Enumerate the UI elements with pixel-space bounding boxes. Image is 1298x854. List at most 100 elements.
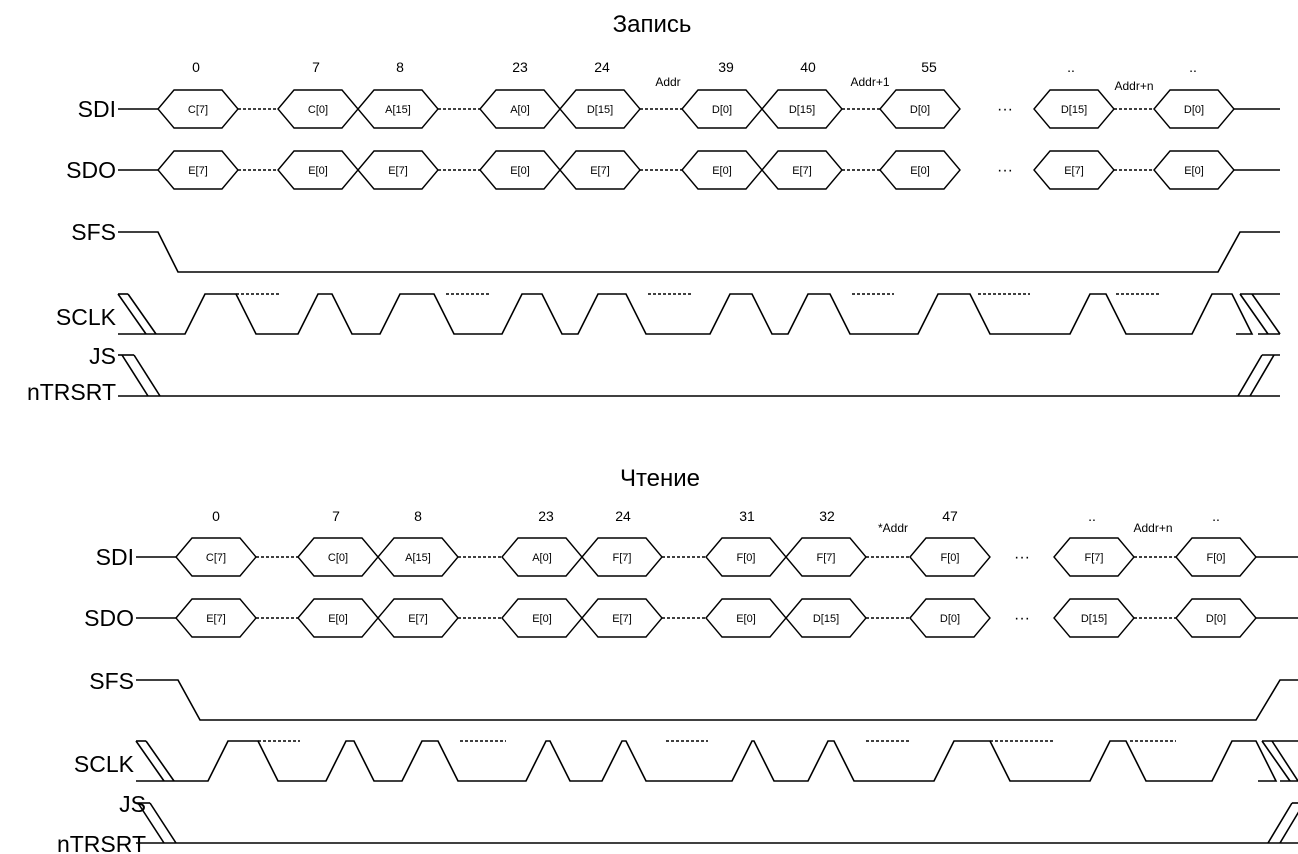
sdi-bus: ···C[7]C[0]A[15]A[0]F[7]F[0]F[7]F[0]F[7]… [136, 537, 1298, 577]
js-ntrsrt-waveform [136, 802, 1298, 844]
sdi-cell-label: F[7] [817, 552, 836, 564]
sdi-cell [157, 89, 239, 129]
sclk-edge [1251, 293, 1281, 335]
gap-dots: ··· [997, 162, 1013, 179]
bit-number: 32 [819, 508, 835, 524]
sclk-edge [1271, 740, 1298, 782]
sdo-cell-label: E[0] [328, 613, 348, 625]
sdi-cell-label: F[0] [737, 552, 756, 564]
sdi-cell [581, 537, 663, 577]
js-edge-right [1249, 354, 1275, 397]
sdi-cell-label: A[0] [532, 552, 552, 564]
gap-dots: ··· [1014, 610, 1030, 627]
signal-label-ntrsrt: nTRSRT [27, 379, 116, 405]
bit-number: 8 [396, 59, 404, 75]
sdi-cell [879, 89, 961, 129]
sfs-waveform [136, 679, 1298, 721]
sdo-cell [909, 598, 991, 638]
sdi-cell-label: C[0] [328, 552, 348, 564]
sdo-cell [785, 598, 867, 638]
sdo-cell [1053, 598, 1135, 638]
gap-dots: ··· [1014, 549, 1030, 566]
sdi-cell [377, 537, 459, 577]
sdi-cell-label: D[0] [910, 104, 930, 116]
bit-number: .. [1212, 508, 1220, 524]
sfs-waveform [118, 231, 1280, 273]
sdi-cell [559, 89, 641, 129]
sdo-cell [559, 150, 641, 190]
gap-dots: ··· [997, 101, 1013, 118]
signal-label-sfs: SFS [89, 668, 134, 694]
sdo-cell [761, 150, 843, 190]
sdo-cell-label: D[0] [1206, 613, 1226, 625]
bit-number: 0 [192, 59, 200, 75]
bit-number: 7 [332, 508, 340, 524]
address-annotation: Addr+n [1114, 79, 1153, 93]
bit-number: 40 [800, 59, 816, 75]
sclk-edge [135, 740, 165, 782]
sdo-cell [1033, 150, 1115, 190]
sdi-cell [1033, 89, 1115, 129]
sclk-edge [117, 293, 147, 335]
signal-label-sdi: SDI [96, 544, 134, 570]
js-edge [133, 354, 161, 397]
sclk-edge [1239, 293, 1269, 335]
js-edge-right [1237, 354, 1263, 397]
sdo-cell [357, 150, 439, 190]
sdo-cell-label: D[0] [940, 613, 960, 625]
sdi-cell [785, 537, 867, 577]
sdo-cell [581, 598, 663, 638]
sclk-edge [145, 740, 175, 782]
sdo-cell-label: E[7] [612, 613, 632, 625]
sclk-waveform [135, 740, 1298, 782]
sdi-cell-label: D[0] [1184, 104, 1204, 116]
sdo-cell [1175, 598, 1257, 638]
sdo-cell-label: E[7] [408, 613, 428, 625]
sdi-cell [175, 537, 257, 577]
sdi-cell-label: A[15] [385, 104, 411, 116]
sdi-cell [1175, 537, 1257, 577]
bit-number: 7 [312, 59, 320, 75]
bit-number: 0 [212, 508, 220, 524]
sdo-cell [1153, 150, 1235, 190]
address-annotation: Addr [655, 75, 680, 89]
sdi-cell-label: F[7] [613, 552, 632, 564]
bit-number: 47 [942, 508, 958, 524]
sdo-cell-label: E[7] [1064, 165, 1084, 177]
sdo-cell-label: E[7] [388, 165, 408, 177]
signal-label-sclk: SCLK [56, 304, 117, 330]
sdo-cell-label: E[7] [590, 165, 610, 177]
sdi-cell [357, 89, 439, 129]
sdo-cell-label: E[0] [308, 165, 328, 177]
sdi-cell-label: D[15] [789, 104, 815, 116]
signal-label-sdo: SDO [84, 605, 134, 631]
js-edge [137, 802, 165, 844]
sdi-cell [909, 537, 991, 577]
sdi-cell-label: F[0] [941, 552, 960, 564]
signal-label-sdi: SDI [78, 96, 116, 122]
sdo-cell-label: E[7] [188, 165, 208, 177]
sdo-bus: ···E[7]E[0]E[7]E[0]E[7]E[0]D[15]D[0]D[15… [136, 598, 1298, 638]
sdo-cell-label: E[0] [736, 613, 756, 625]
js-edge-right [1267, 802, 1293, 844]
bit-number: .. [1067, 59, 1075, 75]
sdi-cell-label: D[0] [712, 104, 732, 116]
signal-label-js: JS [89, 343, 116, 369]
sdo-cell [879, 150, 961, 190]
bit-number: .. [1088, 508, 1096, 524]
sdi-cell-label: D[15] [587, 104, 613, 116]
signal-label-sclk: SCLK [74, 751, 135, 777]
sdi-cell-label: C[7] [188, 104, 208, 116]
signal-label-sfs: SFS [71, 219, 116, 245]
sdo-bus: ···E[7]E[0]E[7]E[0]E[7]E[0]E[7]E[0]E[7]E… [118, 150, 1280, 190]
js-edge [149, 802, 177, 844]
sdi-cell [761, 89, 843, 129]
sdi-cell [1053, 537, 1135, 577]
sclk-edge [127, 293, 157, 335]
diagram-title: Запись [613, 11, 692, 38]
sdi-cell-label: C[7] [206, 552, 226, 564]
address-annotation: Addr+n [1133, 521, 1172, 535]
sdo-cell-label: D[15] [1081, 613, 1107, 625]
bit-number: 8 [414, 508, 422, 524]
